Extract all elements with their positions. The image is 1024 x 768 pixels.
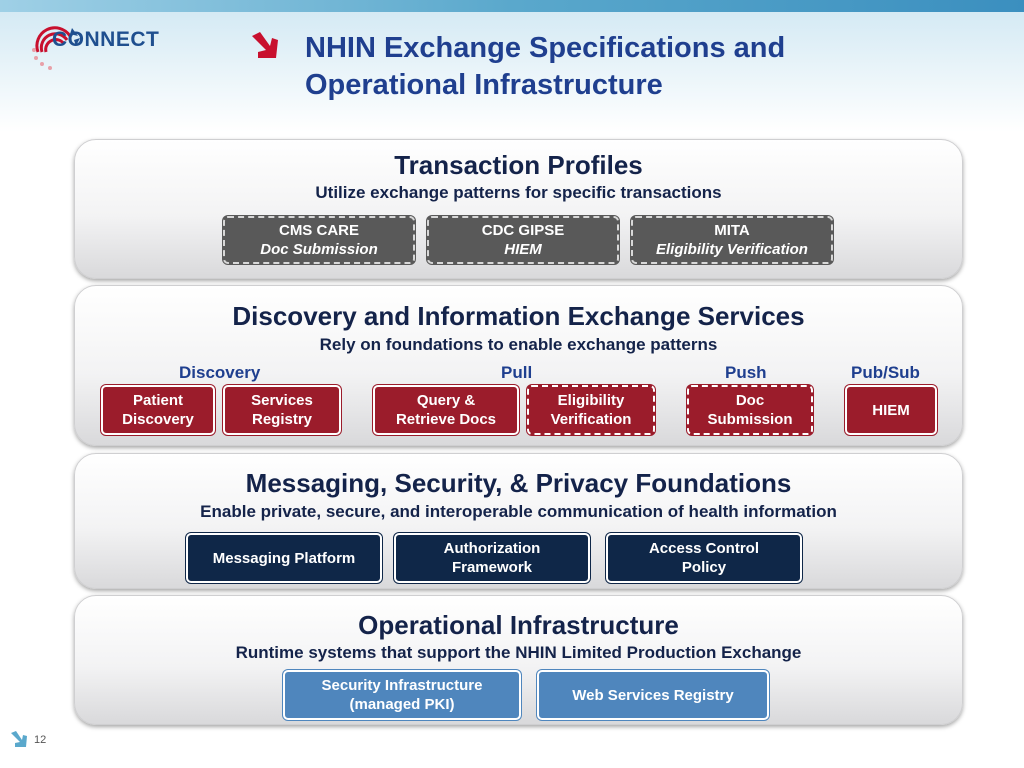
page-number: 12 — [34, 734, 47, 746]
page-title-line1: NHIN Exchange Specifications and — [305, 32, 786, 64]
category-pull: Pull — [501, 363, 533, 382]
cms-care-box: CMS CARE Doc Submission — [223, 216, 415, 264]
messaging-platform-box: Messaging Platform — [186, 533, 382, 583]
box-line1: Services — [251, 392, 313, 409]
discovery-services-title: Discovery and Information Exchange Servi… — [232, 301, 805, 331]
box-line1: MITA — [714, 222, 750, 239]
hiem-box: HIEM — [845, 385, 937, 435]
box-line1: Authorization — [443, 540, 541, 557]
infrastructure-title: Operational Infrastructure — [358, 610, 679, 640]
infrastructure-panel: Operational Infrastructure Runtime syste… — [74, 595, 963, 725]
box-line1: Web Services Registry — [572, 686, 734, 704]
connect-logo — [30, 22, 190, 78]
cdc-gipse-box: CDC GIPSE HIEM — [427, 216, 619, 264]
transaction-profiles-panel: Transaction Profiles Utilize exchange pa… — [74, 139, 963, 279]
category-push: Push — [725, 363, 767, 382]
arrow-down-right-icon — [252, 32, 278, 58]
transaction-profiles-subtitle: Utilize exchange patterns for specific t… — [315, 183, 722, 202]
security-infrastructure-box: Security Infrastructure (managed PKI) — [283, 670, 521, 720]
query-retrieve-docs-box: Query & Retrieve Docs — [373, 385, 519, 435]
doc-submission-box: Doc Submission — [687, 385, 813, 435]
access-control-policy-box: Access Control Policy — [606, 533, 802, 583]
box-line2: Eligibility Verification — [656, 241, 808, 258]
services-registry-box: Services Registry — [223, 385, 341, 435]
category-pubsub: Pub/Sub — [851, 363, 920, 382]
box-line2: (managed PKI) — [349, 696, 455, 713]
box-line1: Access Control — [648, 540, 760, 557]
infrastructure-subtitle: Runtime systems that support the NHIN Li… — [235, 643, 802, 662]
box-line1: Eligibility — [557, 392, 625, 409]
top-accent-bar — [0, 0, 1024, 12]
header-background — [0, 12, 1024, 132]
authorization-framework-box: Authorization Framework — [394, 533, 590, 583]
mita-box: MITA Eligibility Verification — [631, 216, 833, 264]
box-line1: CMS CARE — [278, 222, 359, 239]
footer-arrow-icon — [11, 731, 27, 747]
foundations-title: Messaging, Security, & Privacy Foundatio… — [245, 468, 792, 498]
patient-discovery-box: Patient Discovery — [101, 385, 215, 435]
logo-text: CONNECT — [52, 28, 160, 51]
box-line2: Framework — [451, 559, 533, 576]
category-discovery: Discovery — [179, 363, 261, 382]
box-line2: Submission — [707, 411, 793, 428]
foundations-subtitle: Enable private, secure, and interoperabl… — [200, 502, 837, 521]
page-title: NHIN Exchange Specifications and Operati… — [305, 30, 925, 104]
box-line1: Doc — [735, 392, 765, 409]
foundations-panel: Messaging, Security, & Privacy Foundatio… — [74, 453, 963, 589]
box-line1: Patient — [132, 392, 183, 409]
box-line2: Doc Submission — [260, 241, 378, 258]
box-line2: Registry — [251, 411, 313, 428]
box-line2: Policy — [681, 559, 727, 576]
connect-logo-icon — [32, 26, 80, 70]
eligibility-verification-box: Eligibility Verification — [527, 385, 655, 435]
web-services-registry-box: Web Services Registry — [537, 670, 769, 720]
transaction-profiles-title: Transaction Profiles — [394, 150, 643, 180]
page-title-line2: Operational Infrastructure — [305, 69, 663, 101]
box-line2: Discovery — [122, 411, 194, 428]
box-line1: Query & — [416, 392, 476, 409]
box-line2: HIEM — [504, 241, 542, 258]
box-line2: Verification — [550, 411, 632, 428]
box-line2: Retrieve Docs — [395, 411, 497, 428]
discovery-services-panel: Discovery and Information Exchange Servi… — [74, 285, 963, 446]
box-line1: HIEM — [872, 401, 910, 419]
box-line1: Messaging Platform — [212, 549, 356, 567]
box-line1: Security Infrastructure — [321, 677, 483, 694]
box-line1: CDC GIPSE — [481, 222, 565, 239]
discovery-services-subtitle: Rely on foundations to enable exchange p… — [319, 335, 718, 354]
